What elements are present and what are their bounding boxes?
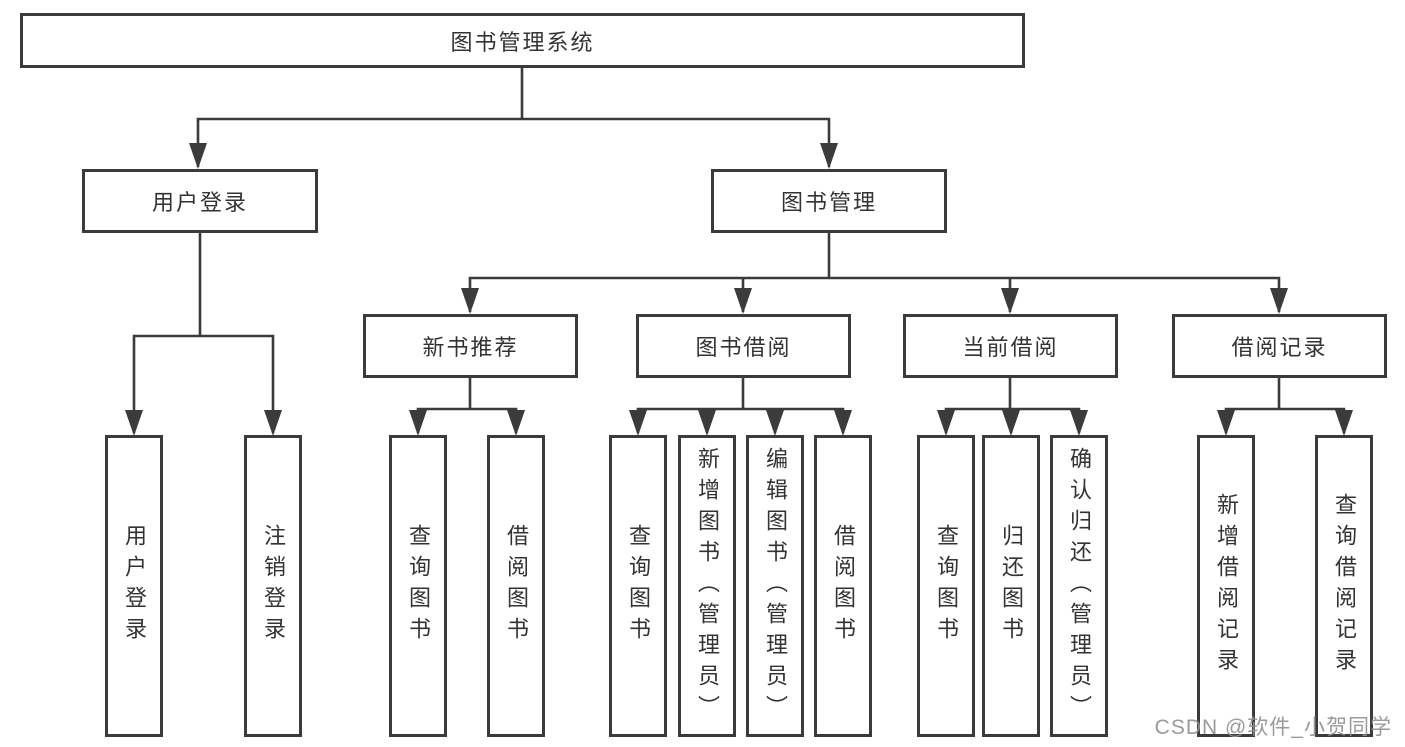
node-leaf-logout: 注销登录 xyxy=(244,435,302,737)
connector-records-branch xyxy=(1224,407,1346,433)
connector-root-branch xyxy=(196,117,831,167)
node-leaf-recommend-borrow-books: 借阅图书 xyxy=(487,435,545,737)
arrow-down-icon xyxy=(698,410,716,436)
node-leaf-borrow-books: 借阅图书 xyxy=(814,435,872,737)
node-leaf-add-borrow-record: 新增借阅记录 xyxy=(1197,435,1255,737)
node-label: 确认归还（管理员） xyxy=(1067,446,1092,726)
node-label: 图书借阅 xyxy=(695,335,792,360)
arrow-down-icon xyxy=(461,288,479,314)
node-label: 借阅图书 xyxy=(504,524,529,648)
node-leaf-borrow-query-books: 查询图书 xyxy=(609,435,667,737)
node-label: 新增借阅记录 xyxy=(1214,493,1239,679)
node-label: 查询借阅记录 xyxy=(1332,493,1357,679)
arrow-down-icon xyxy=(409,410,427,436)
node-library-management-system: 图书管理系统 xyxy=(20,13,1025,68)
arrow-down-icon xyxy=(1217,410,1235,436)
node-leaf-query-borrow-record: 查询借阅记录 xyxy=(1315,435,1373,737)
connector-user-login-branch xyxy=(132,334,275,433)
connector-recommend-branch xyxy=(416,407,518,433)
node-book-management: 图书管理 xyxy=(711,169,947,233)
node-leaf-current-query-books: 查询图书 xyxy=(917,435,975,737)
node-label: 归还图书 xyxy=(999,524,1024,648)
node-leaf-add-books-admin: 新增图书（管理员） xyxy=(678,435,736,737)
node-label: 注销登录 xyxy=(261,524,286,648)
arrow-down-icon xyxy=(937,410,955,436)
arrow-down-icon xyxy=(1002,410,1020,436)
node-leaf-confirm-return-admin: 确认归还（管理员） xyxy=(1050,435,1108,737)
node-book-borrow: 图书借阅 xyxy=(636,314,851,378)
arrow-down-icon xyxy=(125,410,143,436)
node-new-book-recommend: 新书推荐 xyxy=(363,314,578,378)
node-leaf-recommend-query-books: 查询图书 xyxy=(389,435,447,737)
arrow-down-icon xyxy=(766,410,784,436)
node-borrow-records: 借阅记录 xyxy=(1172,314,1387,378)
node-label: 用户登录 xyxy=(122,524,147,648)
node-current-borrow: 当前借阅 xyxy=(903,314,1118,378)
node-label: 查询图书 xyxy=(626,524,651,648)
node-label: 编辑图书（管理员） xyxy=(763,446,788,726)
node-leaf-edit-books-admin: 编辑图书（管理员） xyxy=(746,435,804,737)
node-leaf-return-books: 归还图书 xyxy=(982,435,1040,737)
connector-book-mgmt-branch xyxy=(468,276,1281,312)
node-user-login: 用户登录 xyxy=(82,169,318,233)
arrow-down-icon xyxy=(820,143,838,169)
node-label: 图书管理系统 xyxy=(450,29,595,55)
node-label: 查询图书 xyxy=(934,524,959,648)
node-label: 图书管理 xyxy=(780,190,877,215)
connector-current-branch xyxy=(944,407,1081,433)
csdn-watermark: CSDN @软件_小贺同学 xyxy=(1154,716,1392,739)
arrow-down-icon xyxy=(629,410,647,436)
node-label: 新书推荐 xyxy=(422,335,519,360)
arrow-down-icon xyxy=(1270,288,1288,314)
arrow-down-icon xyxy=(1335,410,1353,436)
node-label: 当前借阅 xyxy=(962,335,1059,360)
node-leaf-user-login: 用户登录 xyxy=(105,435,163,737)
node-label: 新增图书（管理员） xyxy=(695,446,720,726)
arrow-down-icon xyxy=(834,410,852,436)
arrow-down-icon xyxy=(507,410,525,436)
arrow-down-icon xyxy=(1070,410,1088,436)
connector-borrow-branch xyxy=(636,407,845,433)
arrow-down-icon xyxy=(1001,288,1019,314)
node-label: 查询图书 xyxy=(406,524,431,648)
arrow-down-icon xyxy=(264,410,282,436)
arrow-down-icon xyxy=(189,143,207,169)
node-label: 用户登录 xyxy=(151,190,248,215)
node-label: 借阅图书 xyxy=(831,524,856,648)
node-label: 借阅记录 xyxy=(1231,335,1328,360)
arrow-down-icon xyxy=(734,288,752,314)
